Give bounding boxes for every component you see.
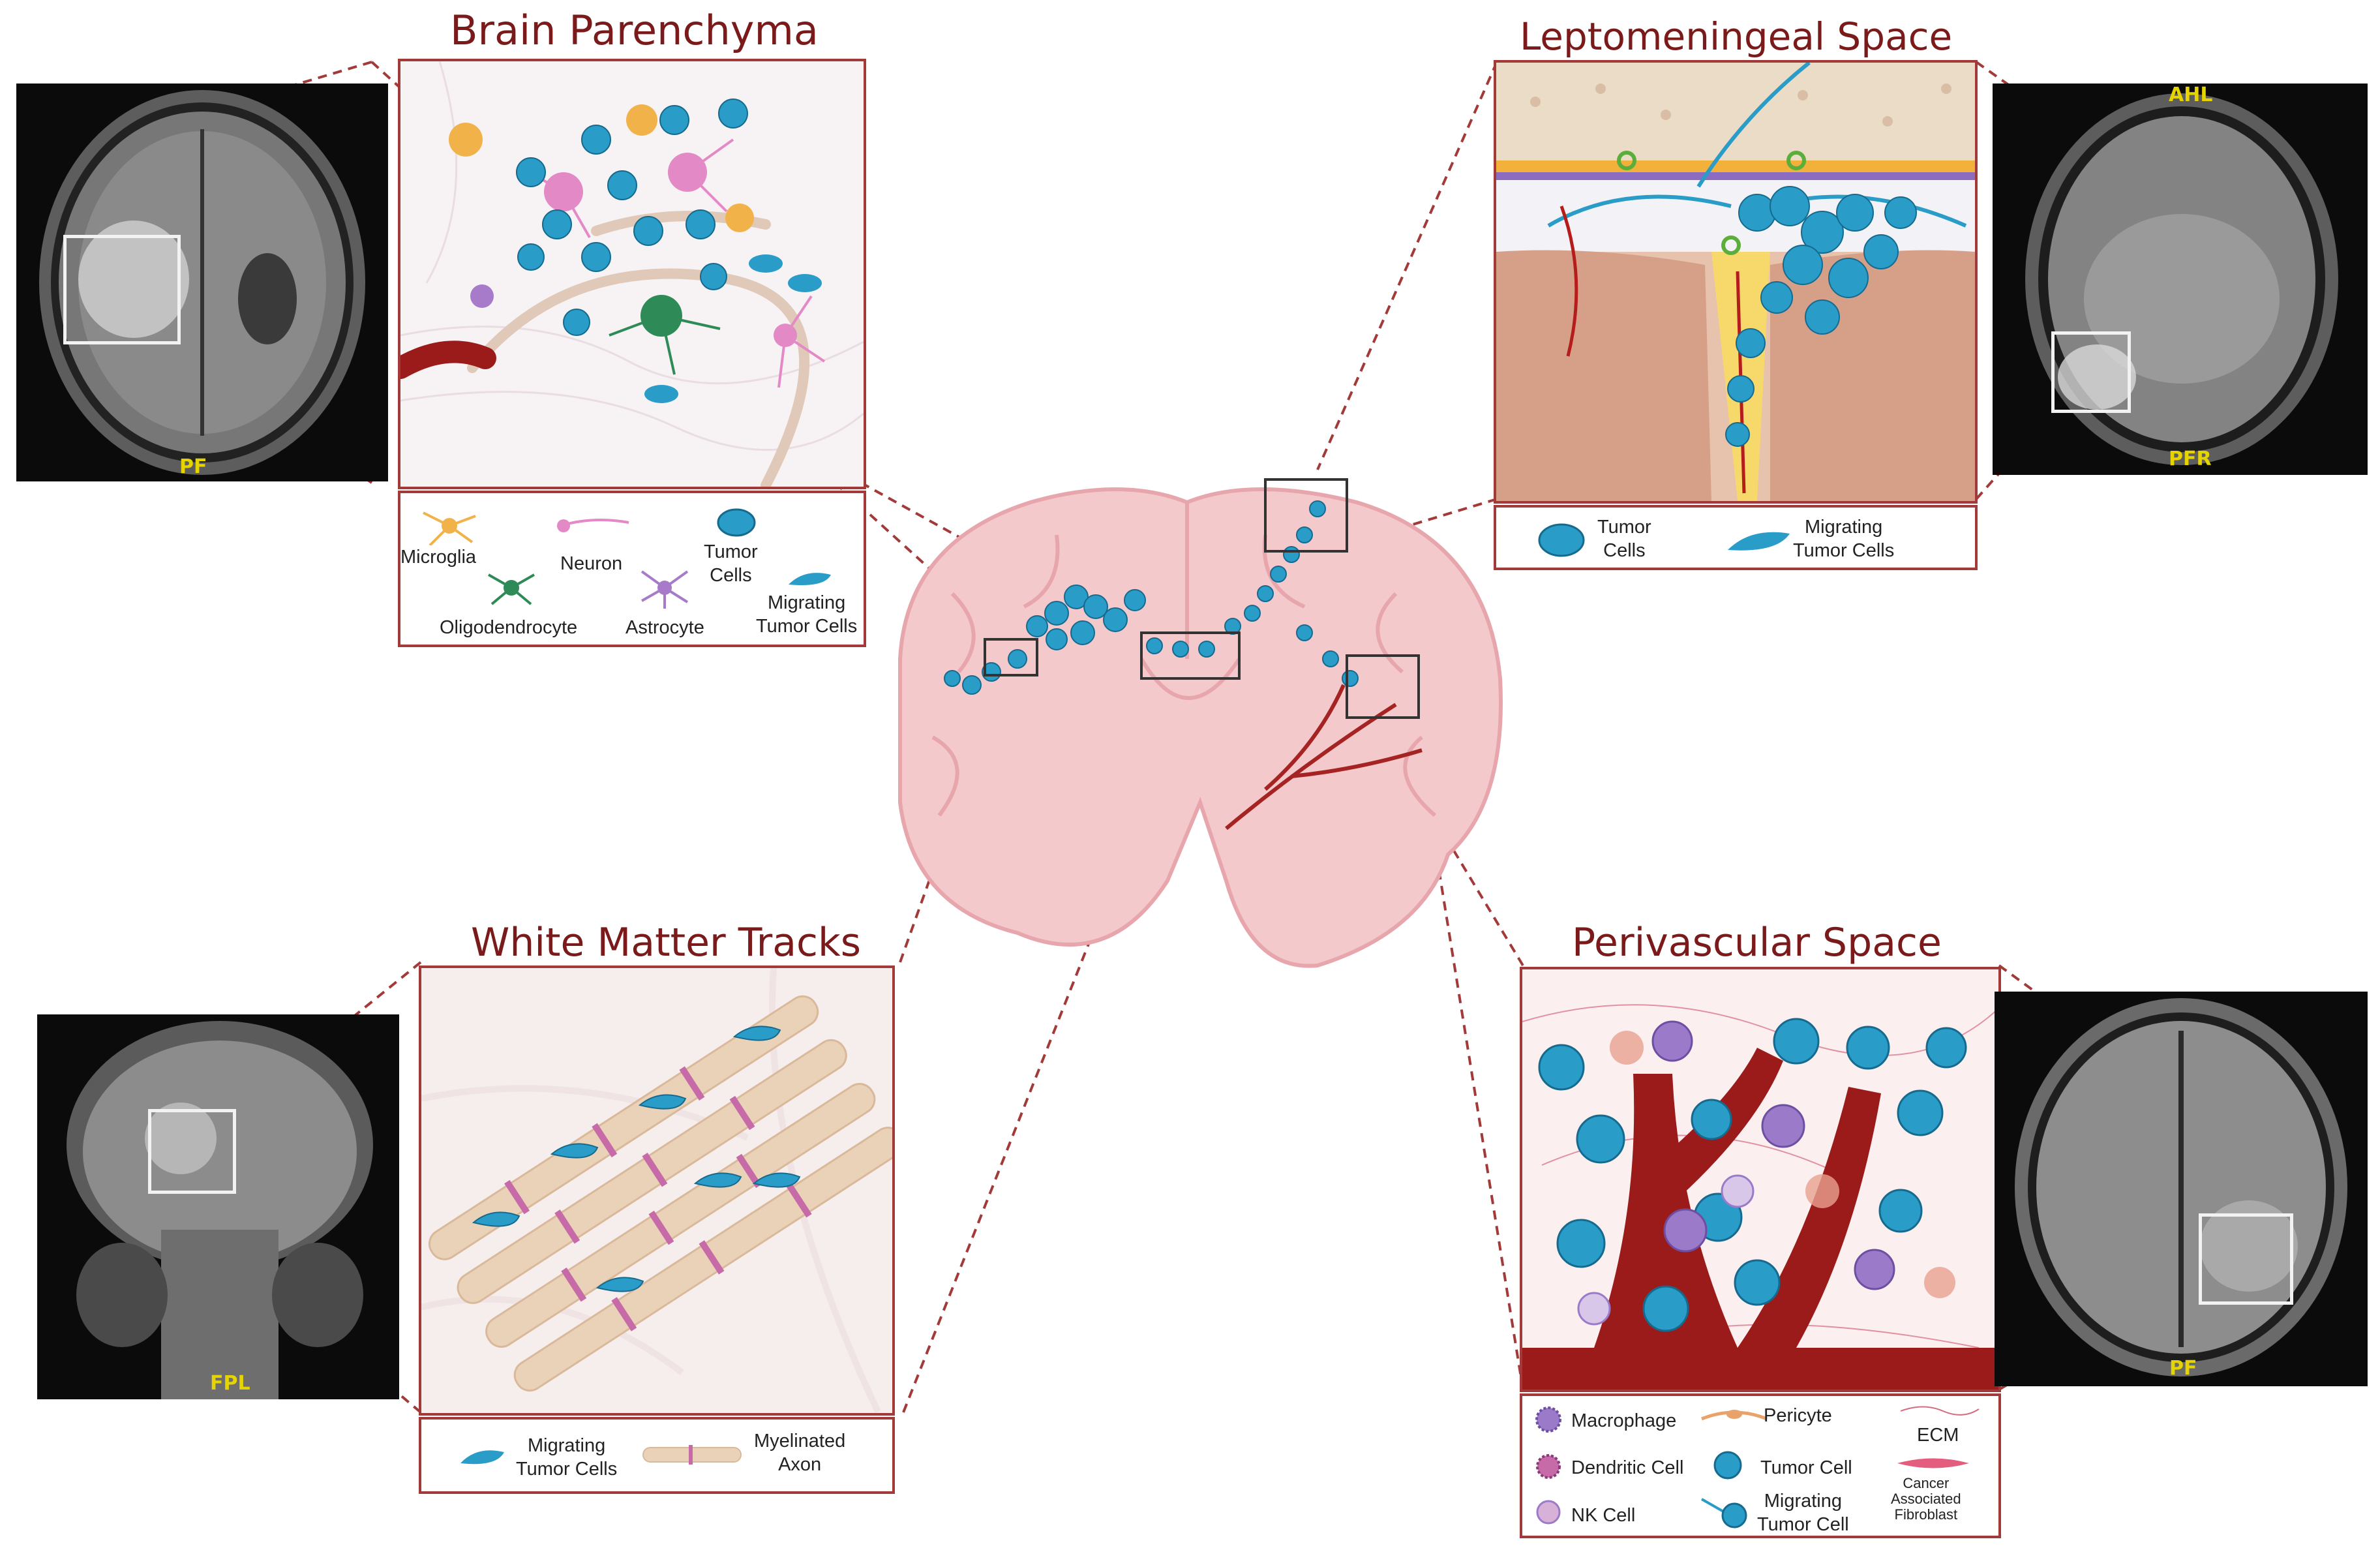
astrocyte-icon <box>640 570 689 609</box>
legend-neuron: Neuron <box>560 553 623 574</box>
perivascular-illustration <box>1522 969 1998 1390</box>
legend-astrocyte: Astrocyte <box>625 617 704 638</box>
legend-pericyte: Pericyte <box>1764 1405 1832 1426</box>
legend-nk-cell: NK Cell <box>1571 1505 1636 1526</box>
pericyte-icon <box>1701 1410 1768 1421</box>
legend-oligodendrocyte: Oligodendrocyte <box>440 617 578 638</box>
leptomeningeal-space-title: Leptomeningeal Space <box>1520 14 1953 59</box>
tumor-cell-icon <box>1713 1451 1742 1480</box>
legend-cancer-associated-fibroblast: Cancer Associated Fibroblast <box>1891 1475 1961 1523</box>
parenchyma-illustration <box>400 61 864 487</box>
white-matter-tracks-panel <box>419 965 895 1416</box>
mri-orientation-label: FPL <box>210 1372 250 1395</box>
mri-selection-box <box>2199 1213 2293 1305</box>
perivascular-space-panel <box>1520 967 2001 1392</box>
axial-mri-image <box>39 90 365 475</box>
legend-tumor-cells: Tumor Cells <box>704 541 758 586</box>
myelinated-axon-icon <box>642 1445 742 1465</box>
perivascular-mri: PF <box>1995 992 2368 1386</box>
oligodendrocyte-icon <box>488 573 535 605</box>
white-matter-tracks-legend: Migrating Tumor Cells Myelinated Axon <box>419 1417 895 1494</box>
brain-parenchyma-title: Brain Parenchyma <box>450 7 819 54</box>
white-matter-illustration <box>421 968 892 1413</box>
mri-orientation-label: PF <box>179 455 207 478</box>
perivascular-space-legend: Macrophage Pericyte ECM Dendritic Cell T… <box>1520 1393 2001 1538</box>
brain-parenchyma-panel <box>398 59 866 489</box>
tumor-cell-icon <box>1538 523 1585 557</box>
mri-selection-box <box>63 235 181 344</box>
legend-dendritic-cell: Dendritic Cell <box>1571 1457 1684 1478</box>
migrating-tumor-cell-icon <box>460 1450 504 1465</box>
leptomeningeal-illustration <box>1496 63 1975 501</box>
white-matter-mri: FPL <box>37 1014 399 1399</box>
legend-migrating-tumor-cells: Migrating Tumor Cells <box>516 1435 618 1480</box>
white-matter-tracks-title: White Matter Tracks <box>471 920 862 965</box>
fibroblast-icon <box>1897 1458 1969 1468</box>
migrating-tumor-cell-icon <box>789 573 831 585</box>
legend-myelinated-axon: Myelinated Axon <box>754 1431 846 1476</box>
dendritic-cell-icon <box>1536 1454 1561 1479</box>
mri-selection-box <box>2051 331 2131 413</box>
axial-mri-image <box>2015 998 2347 1376</box>
legend-microglia: Microglia <box>400 547 477 568</box>
macrophage-icon <box>1535 1406 1561 1433</box>
nk-cell-icon <box>1536 1500 1561 1525</box>
legend-migrating-tumor-cell: Migrating Tumor Cell <box>1757 1491 1849 1536</box>
tumor-cell-icon <box>717 508 756 537</box>
axial-mri-image <box>2025 93 2338 465</box>
coronal-mri-image <box>67 1021 373 1399</box>
coronal-brain-illustration <box>898 478 1503 968</box>
microglia-icon <box>423 511 476 545</box>
migrating-tumor-cell-icon <box>1701 1498 1747 1528</box>
neuron-icon <box>557 519 629 532</box>
mri-orientation-label-bottom: PFR <box>2169 448 2212 470</box>
mri-orientation-label: PF <box>2169 1357 2197 1380</box>
legend-tumor-cells: Tumor Cells <box>1597 517 1651 562</box>
brain-parenchyma-legend: Microglia Neuron Tumor Cells Oligodendro… <box>398 491 866 647</box>
legend-migrating-tumor-cells: Migrating Tumor Cells <box>756 592 858 637</box>
migrating-tumor-cell-icon <box>1728 532 1790 551</box>
legend-tumor-cell: Tumor Cell <box>1760 1457 1852 1478</box>
legend-migrating-tumor-cells: Migrating Tumor Cells <box>1793 517 1895 562</box>
leptomeningeal-space-legend: Tumor Cells Migrating Tumor Cells <box>1494 505 1978 570</box>
ecm-icon <box>1900 1406 1980 1416</box>
mri-selection-box <box>148 1109 236 1194</box>
brain-parenchyma-mri: PF <box>16 84 388 481</box>
legend-ecm: ECM <box>1917 1425 1959 1446</box>
mri-orientation-label-top: AHL <box>2169 84 2213 106</box>
leptomeningeal-mri: AHL PFR <box>1993 84 2368 475</box>
legend-macrophage: Macrophage <box>1571 1410 1677 1431</box>
leptomeningeal-space-panel <box>1494 60 1978 504</box>
perivascular-space-title: Perivascular Space <box>1572 920 1942 965</box>
